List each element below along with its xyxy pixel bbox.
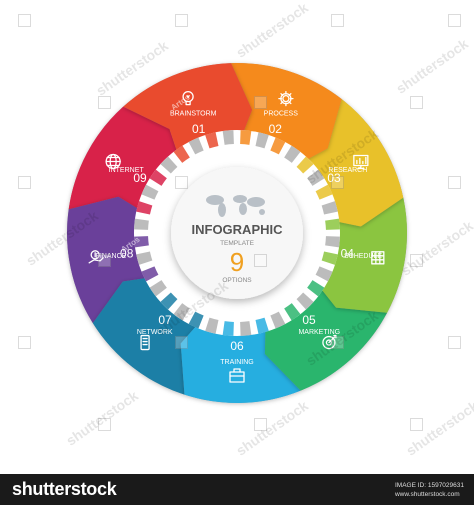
watermark-square xyxy=(98,418,111,431)
ring-tab xyxy=(173,303,190,321)
ring-tab xyxy=(205,132,219,149)
ring-tab xyxy=(255,132,269,149)
watermark-square xyxy=(254,96,267,109)
ring-tab xyxy=(160,292,178,310)
target-icon xyxy=(322,334,337,350)
center-caption: OPTIONS xyxy=(222,277,252,284)
ring-tab xyxy=(141,266,159,282)
step-label-02: PROCESS xyxy=(264,111,299,118)
watermark-square xyxy=(254,254,267,267)
watermark-square xyxy=(448,336,461,349)
lightbulb-icon xyxy=(182,90,194,106)
ring-tab xyxy=(205,317,219,334)
ring-tab xyxy=(136,251,153,265)
ring-tab xyxy=(134,218,149,230)
ring-tab xyxy=(222,130,234,145)
step-number-07: 07 xyxy=(158,313,172,327)
ring-tab xyxy=(296,156,314,174)
center-subtitle: TEMPLATE xyxy=(220,240,254,247)
watermark-square xyxy=(410,418,423,431)
step-number-05: 05 xyxy=(302,313,316,327)
step-number-06: 06 xyxy=(230,339,244,353)
briefcase-icon xyxy=(229,368,245,383)
step-label-01: BRAINSTORM xyxy=(170,111,217,118)
step-number-08: 08 xyxy=(120,246,134,260)
ring-tab xyxy=(284,303,301,321)
watermark-square xyxy=(448,14,461,27)
watermark-square xyxy=(410,254,423,267)
footer-bar: shutterstock IMAGE ID: 1597029631 www.sh… xyxy=(0,474,474,505)
ring-tab xyxy=(188,311,204,329)
center-title: INFOGRAPHIC xyxy=(192,222,284,237)
watermark-square xyxy=(331,176,344,189)
watermark-square xyxy=(98,254,111,267)
ring-tab xyxy=(136,201,153,215)
watermark-square xyxy=(18,336,31,349)
ring-tab xyxy=(270,137,286,155)
footer-meta: IMAGE ID: 1597029631 www.shutterstock.co… xyxy=(395,481,464,499)
ring-tab xyxy=(222,321,234,336)
ring-tab xyxy=(325,236,340,248)
footer-brand[interactable]: shutterstock xyxy=(12,479,117,499)
step-label-05: MARKETING xyxy=(298,329,340,336)
ring-tab xyxy=(270,311,286,329)
phone-icon xyxy=(140,334,150,351)
money-hand-icon xyxy=(88,250,104,264)
center-disc xyxy=(171,167,303,299)
step-number-04: 04 xyxy=(341,246,355,260)
ring-tab xyxy=(173,145,190,163)
ring-tab xyxy=(134,236,149,248)
ring-tab xyxy=(240,130,252,145)
watermark-square xyxy=(18,176,31,189)
ring-tab xyxy=(315,184,333,200)
step-label-09: INTERNET xyxy=(109,167,145,174)
ring-tab xyxy=(240,321,252,336)
center-number: 9 xyxy=(230,247,244,277)
step-number-03: 03 xyxy=(327,171,341,185)
step-label-08: FINANCE xyxy=(96,253,127,260)
footer-image-id: IMAGE ID: 1597029631 xyxy=(394,482,464,489)
ring-tab xyxy=(296,292,314,310)
watermark-square xyxy=(175,176,188,189)
watermark-square xyxy=(448,176,461,189)
ring-tab xyxy=(160,156,178,174)
step-number-09: 09 xyxy=(133,171,147,185)
watermark-square xyxy=(98,96,111,109)
calendar-icon xyxy=(371,251,385,265)
step-number-02: 02 xyxy=(269,122,283,136)
watermark-square xyxy=(331,14,344,27)
ring-tab xyxy=(307,169,325,186)
step-label-07: NETWORK xyxy=(137,329,173,336)
watermark-square xyxy=(410,96,423,109)
gear-icon xyxy=(278,90,294,107)
step-label-04: SCHEDULE xyxy=(344,253,382,260)
ring-tab xyxy=(321,201,338,215)
ring-tab xyxy=(284,145,301,163)
step-label-06: TRAINING xyxy=(220,359,253,366)
watermark-square xyxy=(18,14,31,27)
watermark-square xyxy=(175,336,188,349)
ring-tab xyxy=(149,169,167,186)
footer-site: www.shutterstock.com xyxy=(394,491,460,498)
ring-tab xyxy=(325,218,340,230)
ring-tab xyxy=(141,184,159,200)
ring-tab xyxy=(188,137,204,155)
globe-icon xyxy=(105,153,121,170)
ring-tab xyxy=(149,280,167,297)
ring-tab xyxy=(321,251,338,265)
step-label-03: RESEARCH xyxy=(328,167,367,174)
world-map-icon xyxy=(206,195,265,217)
watermark-square xyxy=(175,14,188,27)
watermark-square xyxy=(254,418,267,431)
monitor-chart-icon xyxy=(353,154,369,170)
ring-tab xyxy=(315,266,333,282)
ring-tab xyxy=(307,280,325,297)
watermark-square xyxy=(331,336,344,349)
step-number-01: 01 xyxy=(192,122,206,136)
ring-tab xyxy=(255,317,269,334)
